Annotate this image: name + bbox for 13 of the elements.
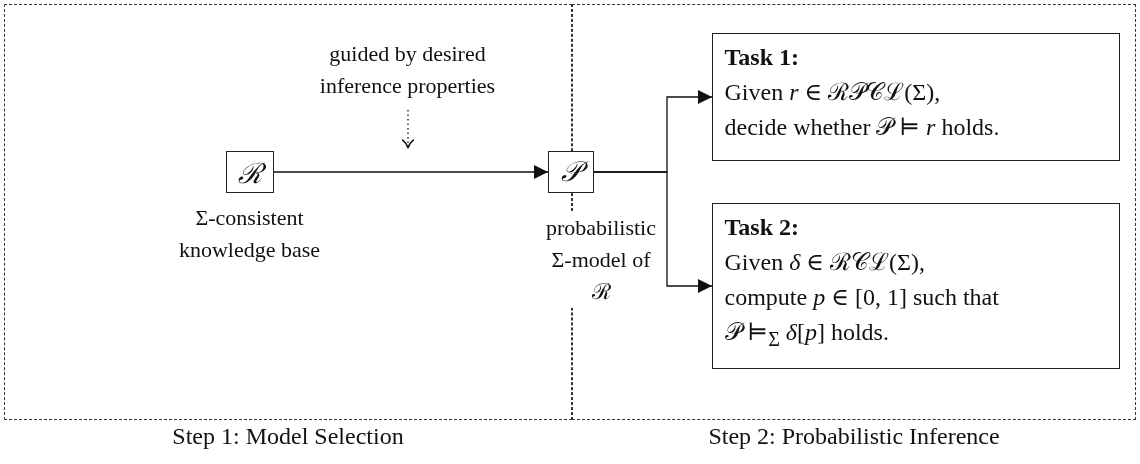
arrow: [273, 165, 549, 179]
task-box: [711, 202, 1120, 369]
task-description: Given r ∈ ℛ𝒫𝒞ℒ(Σ), decide whether 𝒫 ⊨ r holds.: [724, 77, 1001, 142]
annotation: guided by desired inference properties: [307, 37, 508, 106]
task-heading: Task 1:: [724, 42, 800, 72]
panel-heading: Step 2: Probabilistic Inference: [707, 423, 1001, 450]
symbol-box: 𝒫: [548, 151, 594, 193]
symbol-box: ℛ: [225, 150, 274, 193]
task-box: [711, 32, 1120, 161]
arrow: [593, 171, 713, 293]
panel-heading: Step 1: Model Selection: [171, 423, 405, 450]
task-heading: Task 2:: [724, 212, 800, 242]
task-description: Given δ ∈ ℛ𝒞ℒ(Σ), compute p ∈ [0, 1] such that 𝒫 ⊨$_{Σ}$ δ[p] holds.: [724, 247, 1000, 352]
